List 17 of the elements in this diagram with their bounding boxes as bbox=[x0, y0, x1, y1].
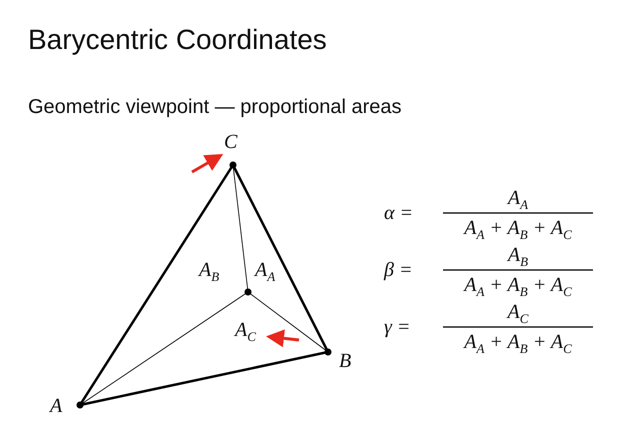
numerator: A$_{A}$ bbox=[506, 188, 530, 211]
equation-label: α = bbox=[384, 203, 413, 223]
equation-label: β = bbox=[384, 260, 412, 280]
denominator: A$_{A}$ + A$_{B}$ + A$_{C}$ bbox=[462, 332, 573, 355]
denominator: A$_{A}$ + A$_{B}$ + A$_{C}$ bbox=[462, 275, 573, 298]
area-label: A$_{C}$ bbox=[235, 320, 256, 343]
numerator: A$_{B}$ bbox=[506, 245, 530, 268]
area-label: A$_{A}$ bbox=[255, 260, 276, 283]
equation-label: γ = bbox=[384, 317, 410, 337]
area-label: A$_{B}$ bbox=[199, 260, 220, 283]
vertex-label: B bbox=[339, 351, 352, 371]
subtitle: Geometric viewpoint — proportional areas bbox=[28, 97, 402, 117]
numerator: A$_{C}$ bbox=[506, 302, 530, 325]
denominator: A$_{A}$ + A$_{B}$ + A$_{C}$ bbox=[462, 218, 573, 241]
slide-title: Barycentric Coordinates bbox=[28, 26, 327, 54]
vertex-label: A bbox=[50, 396, 62, 416]
vertex-label: C bbox=[224, 132, 238, 152]
